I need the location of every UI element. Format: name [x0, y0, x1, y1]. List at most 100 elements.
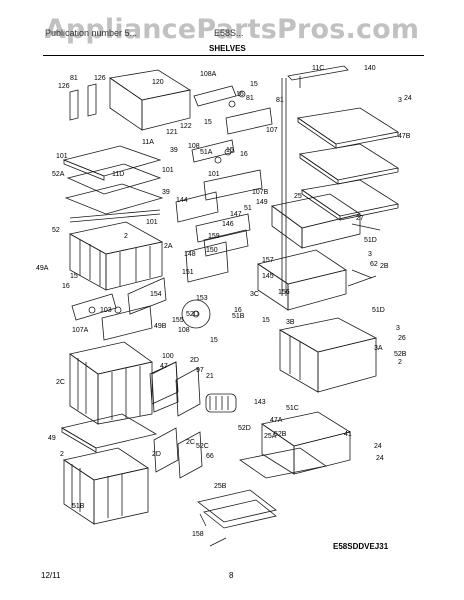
part-callout: 101	[56, 153, 68, 160]
part-callout: 21	[206, 373, 214, 380]
part-callout: 11A	[142, 139, 154, 146]
part-callout: 2D	[190, 357, 199, 364]
part-callout: 107A	[72, 327, 89, 334]
part-callout: 145	[262, 273, 274, 280]
part-callout: 39	[162, 189, 170, 196]
part-callout: 126	[58, 83, 70, 90]
part-callout: 49B	[154, 323, 167, 330]
part-callout: 103	[100, 307, 112, 314]
part-callout: 121	[166, 129, 178, 136]
part-callout: 120	[152, 79, 164, 86]
part-callout: 151	[182, 269, 194, 276]
footer-date: 12/11	[41, 571, 61, 580]
part-callout: 25A	[264, 433, 277, 440]
basket-49A	[68, 221, 164, 291]
part-callout: 52C	[196, 443, 209, 450]
part-callout: 51B	[232, 313, 245, 320]
part-callout: 154	[150, 291, 162, 298]
rail-140	[281, 65, 349, 296]
part-callout: 2B	[380, 263, 389, 270]
part-callout: 51D	[364, 237, 377, 244]
part-callout: 15	[70, 273, 78, 280]
part-callout: 108	[178, 327, 190, 334]
part-callout: 41	[344, 431, 352, 438]
part-callout: 144	[176, 197, 188, 204]
part-callout: 157	[262, 257, 274, 264]
part-callout: 107B	[252, 189, 269, 196]
part-callout: 3C	[250, 291, 259, 298]
diagram-linework	[60, 65, 400, 547]
part-callout: 47B	[398, 133, 411, 140]
part-callout: 51B	[72, 503, 85, 510]
model-number: E58S...	[214, 28, 244, 38]
page-title: SHELVES	[209, 44, 246, 53]
part-callout: 148	[184, 251, 196, 258]
part-callout: 3B	[286, 319, 295, 326]
part-callout: 26	[398, 335, 406, 342]
shelf-24-bottom	[300, 179, 400, 221]
part-callout: 62	[370, 261, 378, 268]
part-callout: 47	[160, 363, 168, 370]
part-callout: 24	[374, 443, 382, 450]
part-callout: 158	[192, 531, 204, 538]
part-callout: 3	[368, 251, 372, 258]
part-callout: 52A	[52, 171, 65, 178]
part-callout: 47A	[270, 417, 283, 424]
part-callout: 66	[206, 453, 214, 460]
crisper-25	[278, 317, 378, 393]
part-callout: 15	[250, 81, 258, 88]
part-callout: 101	[162, 167, 174, 174]
bracket-126	[69, 83, 97, 121]
shelf-24-top	[296, 107, 400, 149]
part-callout: 51	[244, 205, 252, 212]
part-callout: 51A	[200, 149, 213, 156]
part-callout: 52B	[274, 431, 287, 438]
part-callout: 15	[204, 119, 212, 126]
part-callout: 3	[396, 325, 400, 332]
part-callout: 49A	[36, 265, 49, 272]
part-callout: 24	[404, 95, 412, 102]
part-callout: 147	[230, 211, 242, 218]
part-callout: 149	[256, 199, 268, 206]
part-callout: 25B	[214, 483, 227, 490]
part-callout: 108	[188, 143, 200, 150]
part-callout: 159	[208, 233, 220, 240]
part-callout: 52B	[394, 351, 407, 358]
part-callout: 122	[180, 123, 192, 130]
part-callout: 25	[294, 193, 302, 200]
part-callout: 52D	[238, 425, 251, 432]
part-callout: 155	[172, 317, 184, 324]
basket-52B	[69, 341, 153, 425]
part-callout: 16	[234, 307, 242, 314]
part-callout: 107	[266, 127, 278, 134]
part-callout: 2	[124, 233, 128, 240]
part-callout: 51D	[372, 307, 385, 314]
part-callout: 153	[196, 295, 208, 302]
part-callout: 2	[60, 451, 64, 458]
part-callout: 3A	[374, 345, 383, 352]
part-callout: 97	[196, 367, 204, 374]
part-callout: 15	[210, 337, 218, 344]
publication-number: Publication number 5...	[45, 28, 138, 38]
diagram-code: E58SDDVEJ31	[333, 542, 389, 551]
part-callout: 156	[278, 289, 290, 296]
part-callout: 15	[262, 317, 270, 324]
drawer-25B	[257, 193, 377, 311]
part-callout: 143	[254, 399, 266, 406]
part-callout: 11D	[112, 171, 124, 178]
part-callout: 2	[398, 359, 402, 366]
part-callout: 2A	[164, 243, 173, 250]
part-callout: 2C	[186, 439, 195, 446]
part-callout: 27	[356, 215, 364, 222]
part-callout: 81	[276, 97, 284, 104]
crisper-25A	[238, 411, 352, 479]
header-divider	[43, 55, 424, 56]
part-callout: 150	[206, 247, 218, 254]
part-callout: 146	[222, 221, 234, 228]
part-callout: 140	[364, 65, 376, 72]
part-callout: 11C	[312, 65, 324, 72]
part-callout: 16	[236, 91, 244, 98]
